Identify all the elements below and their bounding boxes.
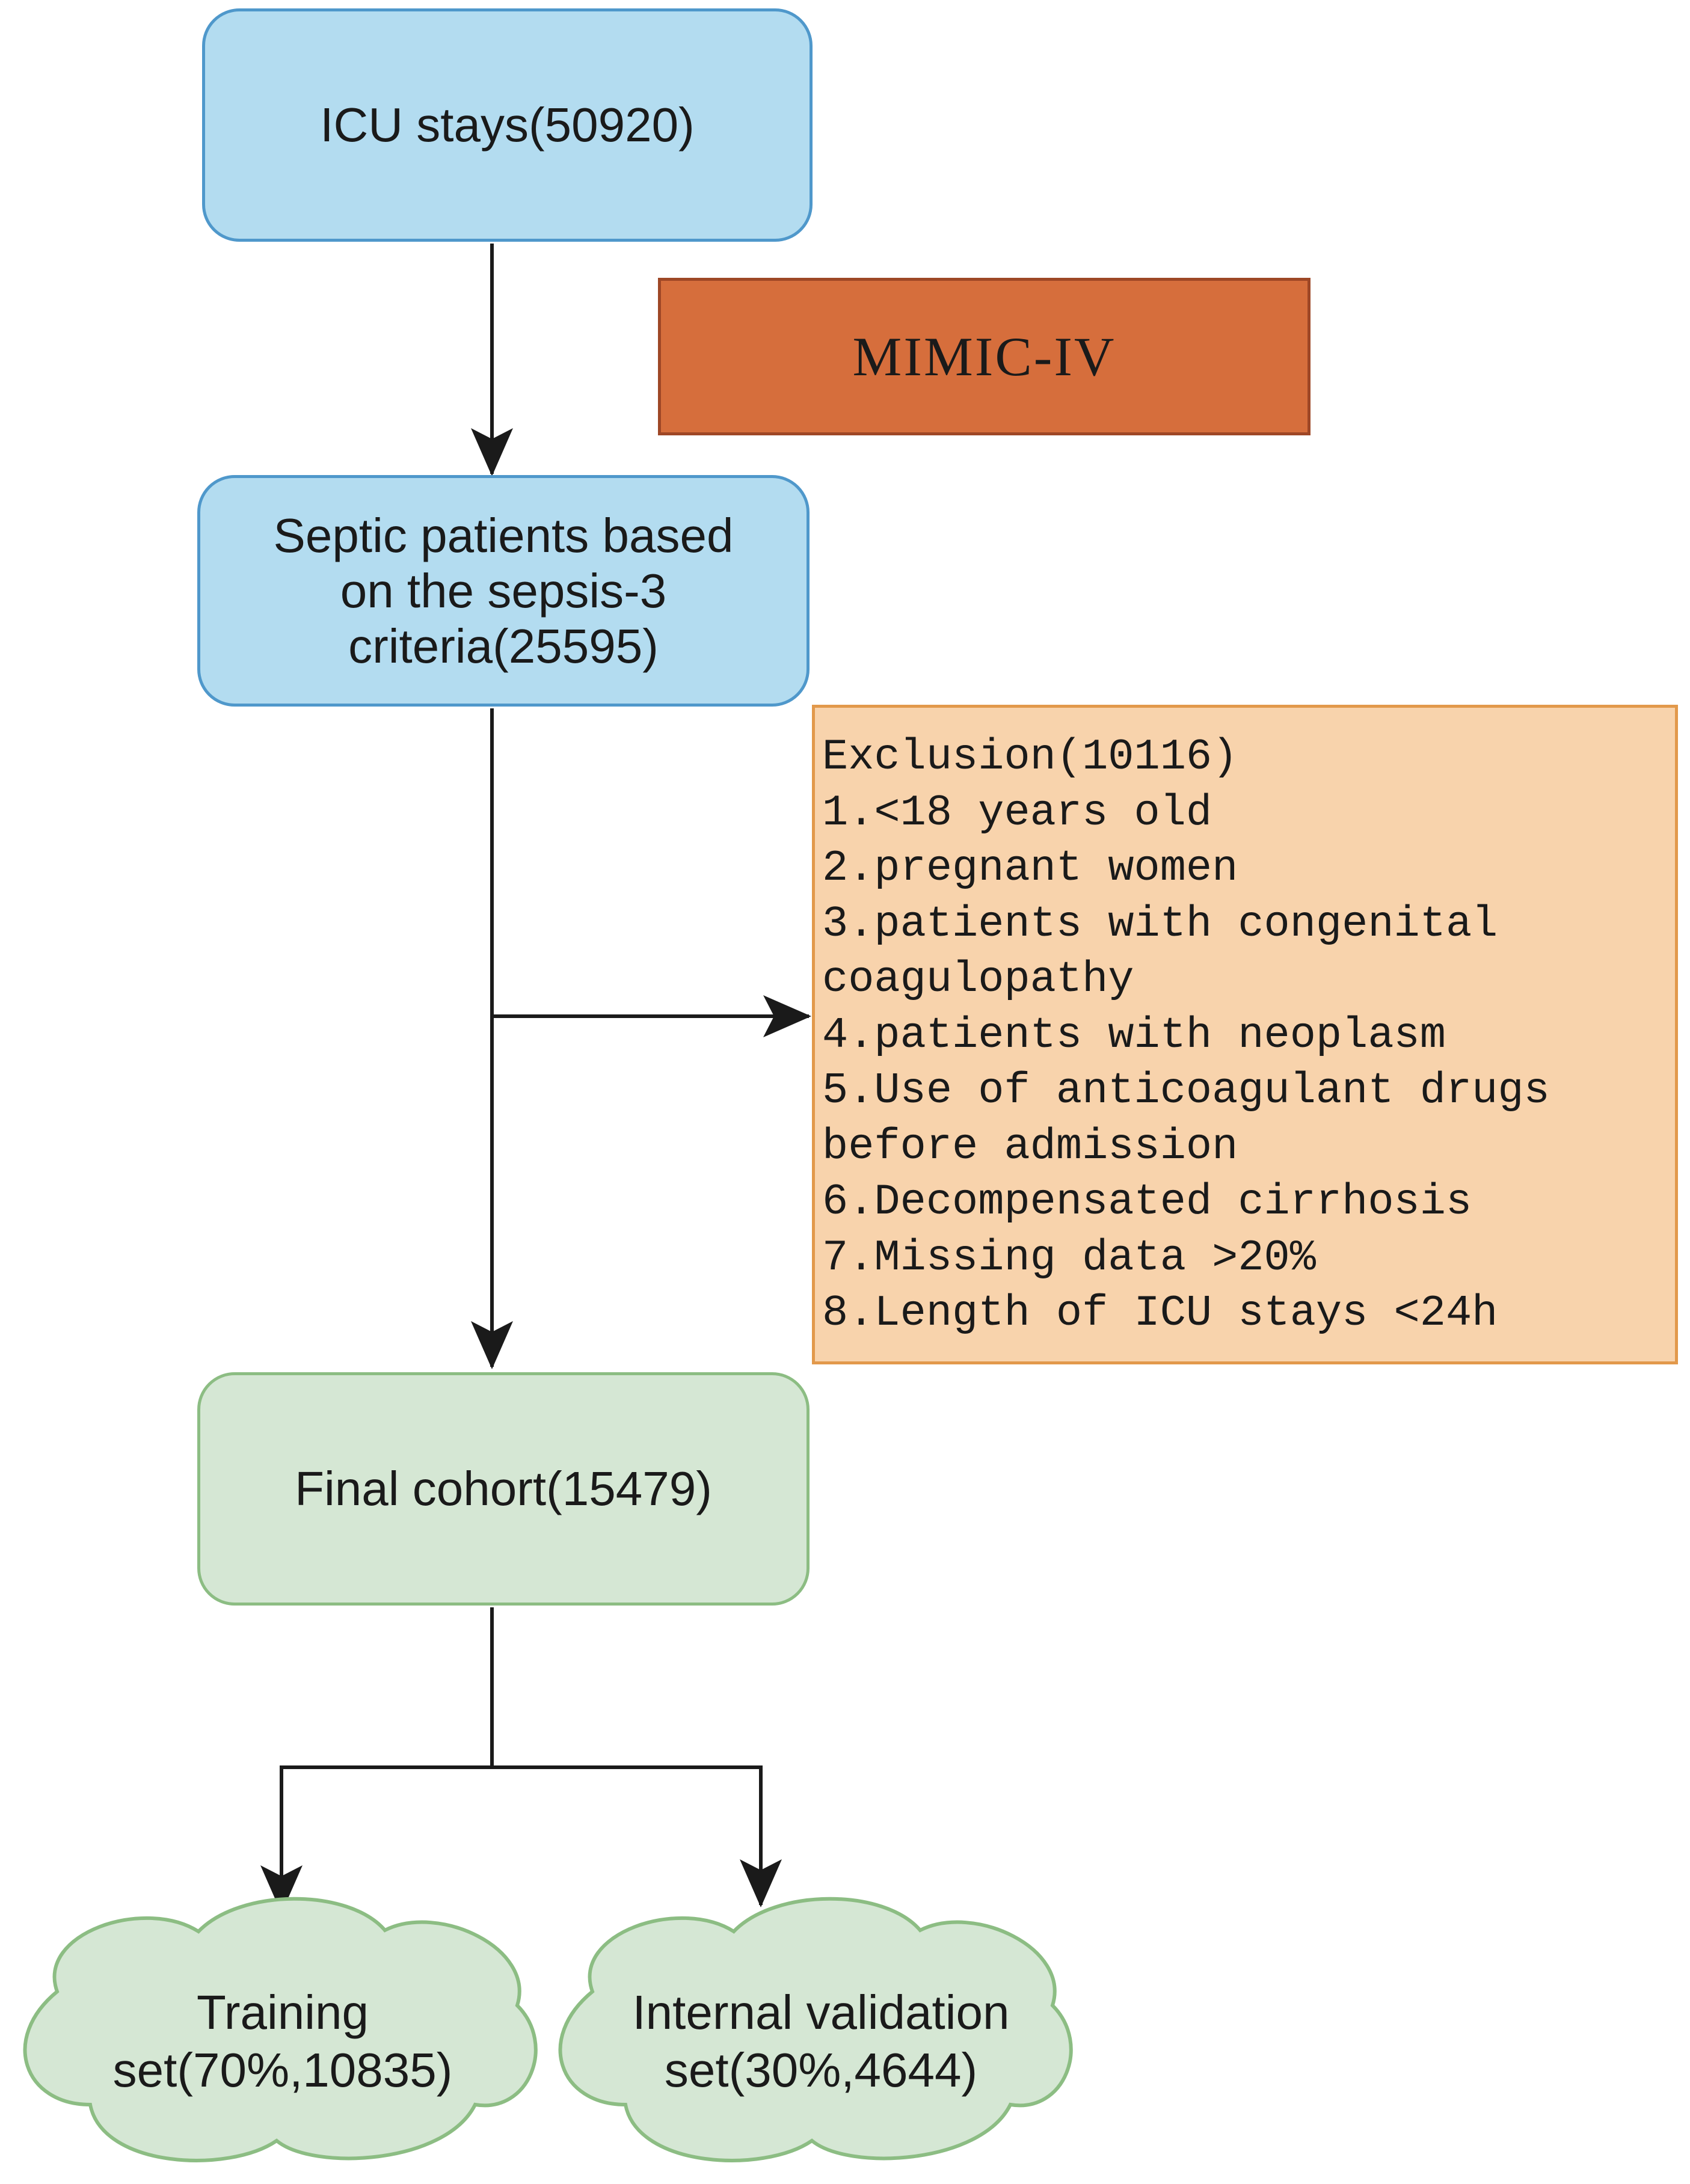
icu-stays-label: ICU stays(50920): [320, 98, 695, 152]
septic-line-2: on the sepsis-3: [340, 563, 667, 618]
training-line-2: set(70%,10835): [112, 2043, 453, 2097]
exclusion-title: Exclusion(10116): [822, 732, 1238, 782]
exclusion-criteria-node: Exclusion(10116) 1.<18 years old 2.pregn…: [812, 705, 1678, 1364]
final-cohort-label: Final cohort(15479): [295, 1462, 712, 1515]
exclusion-line: 2.pregnant women: [822, 844, 1238, 893]
exclusion-line: 3.patients with congenital: [822, 899, 1498, 949]
exclusion-line: 1.<18 years old: [822, 788, 1212, 838]
exclusion-line: 7.Missing data >20%: [822, 1233, 1316, 1283]
exclusion-line: before admission: [822, 1121, 1238, 1171]
validation-line-1: Internal validation: [632, 1986, 1010, 2039]
septic-line-1: Septic patients based: [273, 508, 734, 562]
mimic-iv-source-label: MIMIC-IV: [658, 278, 1311, 435]
exclusion-line: 8.Length of ICU stays <24h: [822, 1289, 1498, 1338]
training-set-node: Training set(70%,10835): [12, 1951, 553, 2132]
validation-line-2: set(30%,4644): [664, 2043, 978, 2097]
exclusion-line: coagulopathy: [822, 955, 1134, 1004]
exclusion-line: 4.patients with neoplasm: [822, 1010, 1446, 1060]
internal-validation-set-node: Internal validation set(30%,4644): [553, 1951, 1089, 2132]
septic-patients-node: Septic patients based on the sepsis-3 cr…: [197, 475, 810, 707]
mimic-iv-text: MIMIC-IV: [852, 326, 1116, 387]
icu-stays-node: ICU stays(50920): [202, 8, 813, 242]
exclusion-line: 6.Decompensated cirrhosis: [822, 1177, 1472, 1227]
final-cohort-node: Final cohort(15479): [197, 1372, 810, 1606]
exclusion-line: 5.Use of anticoagulant drugs: [822, 1066, 1550, 1115]
validation-cloud: [558, 1897, 1073, 2162]
training-line-1: Training: [196, 1986, 369, 2039]
training-cloud: [23, 1897, 538, 2162]
septic-line-3: criteria(25595): [348, 619, 659, 673]
